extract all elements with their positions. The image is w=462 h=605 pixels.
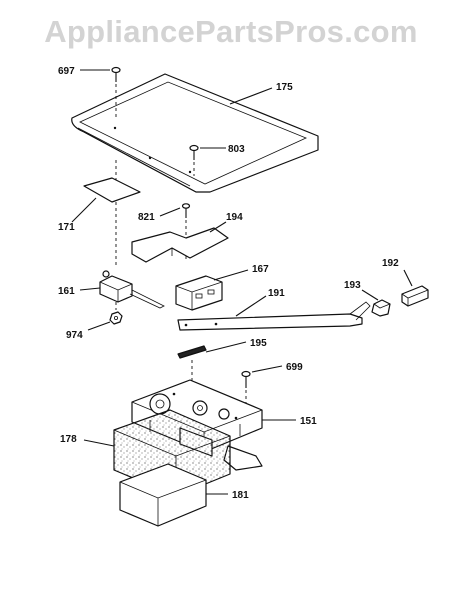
lever-191 xyxy=(177,295,371,331)
label-191: 191 xyxy=(268,288,285,299)
label-171: 171 xyxy=(58,222,75,233)
label-178: 178 xyxy=(60,434,77,445)
screw-697 xyxy=(80,66,121,118)
screw-803 xyxy=(189,144,226,176)
label-175: 175 xyxy=(276,82,293,93)
label-192: 192 xyxy=(382,258,399,269)
label-821: 821 xyxy=(138,212,155,223)
label-697: 697 xyxy=(58,66,75,77)
label-193: 193 xyxy=(344,280,361,291)
cover-plate-175 xyxy=(71,73,319,193)
screw-821 xyxy=(159,203,191,262)
label-167: 167 xyxy=(252,264,269,275)
pad-181 xyxy=(119,463,228,527)
knob-192 xyxy=(401,269,429,307)
bracket-171 xyxy=(71,160,141,268)
label-194: 194 xyxy=(226,212,243,223)
label-181: 181 xyxy=(232,490,249,501)
clip-193 xyxy=(361,289,391,317)
strip-195 xyxy=(177,341,247,384)
label-803: 803 xyxy=(228,144,245,155)
label-195: 195 xyxy=(250,338,267,349)
switch-161 xyxy=(79,270,165,310)
label-699: 699 xyxy=(286,362,303,373)
screw-699 xyxy=(241,365,283,404)
block-167 xyxy=(175,269,249,311)
watermark: AppliancePartsPros.com xyxy=(44,14,418,49)
bracket-194 xyxy=(131,221,229,263)
nut-974 xyxy=(87,311,123,331)
label-151: 151 xyxy=(300,416,317,427)
label-974: 974 xyxy=(66,330,83,341)
label-161: 161 xyxy=(58,286,75,297)
